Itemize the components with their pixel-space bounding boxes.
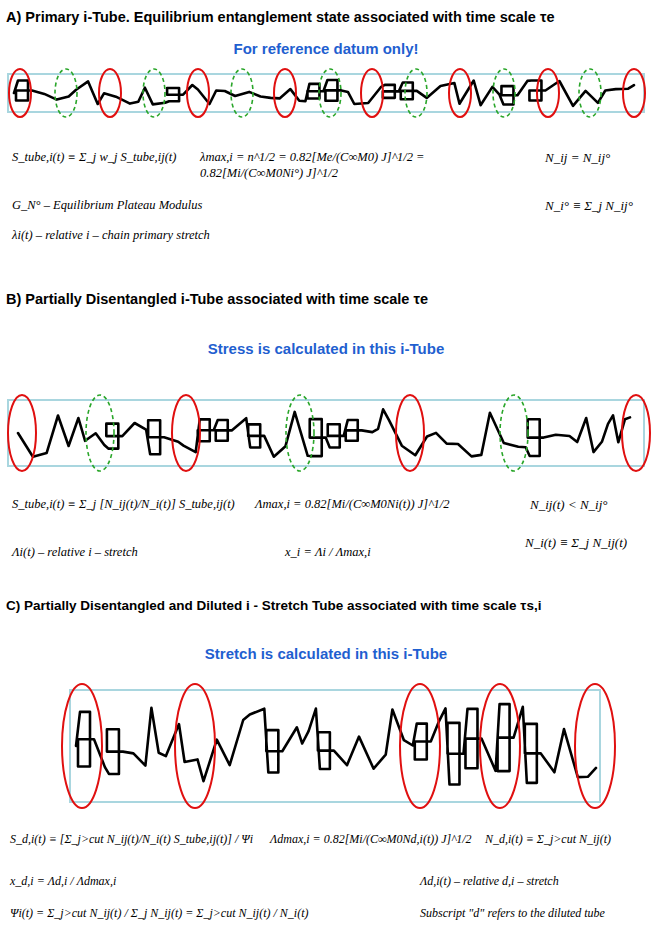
entanglement	[9, 69, 31, 117]
entanglement-removed	[286, 395, 314, 471]
entanglement-removed	[579, 69, 601, 117]
entanglement	[175, 684, 215, 808]
entanglement	[480, 684, 520, 808]
equation: Λmax,i = 0.82[Mi/(C∞M0Ni(t)) J]^1/2	[255, 497, 510, 513]
entanglement-removed	[493, 69, 515, 117]
equation: S_tube,i(t) ≡ Σ_j [N_ij(t)/N_i(t)] S_tub…	[12, 497, 247, 513]
entanglement	[400, 684, 440, 808]
equation: N_ij = N_ij°	[545, 150, 645, 166]
equation: x_i = Λi / Λmax,i	[285, 545, 485, 561]
entanglement	[575, 684, 615, 808]
entanglement	[396, 395, 424, 471]
footnote: Subscript "d" refers to the diluted tube	[420, 906, 645, 921]
equation: N_i(t) ≡ Σ_j N_ij(t)	[525, 535, 645, 551]
entanglement	[537, 69, 559, 117]
entanglement-removed	[319, 69, 341, 117]
equation: x_d,i = Λd,i / Λdmax,i	[10, 874, 240, 889]
entanglement	[274, 69, 296, 117]
entanglement	[62, 684, 102, 808]
definition: λi(t) – relative i – chain primary stret…	[12, 228, 392, 244]
entanglement	[8, 395, 36, 471]
tube-outline	[8, 74, 644, 112]
entanglement-removed	[500, 395, 528, 471]
entanglement-removed	[86, 395, 114, 471]
definition: Λd,i(t) – relative d,i – stretch	[420, 874, 645, 889]
entanglement	[187, 69, 209, 117]
panel-note: For reference datum only!	[6, 40, 646, 59]
entanglement-removed	[405, 69, 427, 117]
entanglement	[172, 395, 200, 471]
panel-heading: C) Partially Disentangled and Diluted i …	[6, 598, 646, 615]
equation: λmax,i = n^1/2 = 0.82[Me/(C∞M0) J]^1/2 =…	[200, 150, 530, 181]
entanglement	[622, 395, 650, 471]
equation: S_d,i(t) ≡ [Σ_j>cut N_ij(t)/N_i(t) S_tub…	[10, 832, 265, 847]
polymer-chain	[18, 409, 630, 456]
equation: Λdmax,i = 0.82[Mi/(C∞M0Nd,i(t)) J]^1/2	[270, 832, 475, 847]
entanglement-removed	[231, 69, 253, 117]
equation: N_d,i(t) ≡ Σ_j>cut N_ij(t)	[485, 832, 645, 847]
panel-heading: B) Partially Disentangled i-Tube associa…	[6, 290, 646, 308]
panel-note: Stress is calculated in this i-Tube	[6, 340, 646, 359]
entanglement	[449, 69, 471, 117]
polymer-chain	[14, 80, 634, 106]
entanglement-removed	[143, 69, 165, 117]
definition: Λi(t) – relative i – stretch	[12, 545, 252, 561]
tube-outline	[8, 400, 644, 466]
panel-note: Stretch is calculated in this i-Tube	[6, 645, 646, 664]
equation: Ψi(t) = Σ_j>cut N_ij(t) / Σ_j N_ij(t) = …	[10, 906, 410, 921]
entanglement	[99, 69, 121, 117]
entanglement	[361, 69, 383, 117]
definition: G_N° – Equilibrium Plateau Modulus	[12, 198, 312, 214]
equation: N_ij(t) < N_ij°	[530, 497, 645, 513]
entanglement-removed	[55, 69, 77, 117]
panel-heading: A) Primary i-Tube. Equilibrium entanglem…	[6, 8, 646, 26]
equation: N_i° ≡ Σ_j N_ij°	[545, 198, 645, 214]
equation: S_tube,i(t) ≡ Σ_j w_j S_tube,ij(t)	[12, 150, 197, 166]
entanglement	[623, 69, 645, 117]
